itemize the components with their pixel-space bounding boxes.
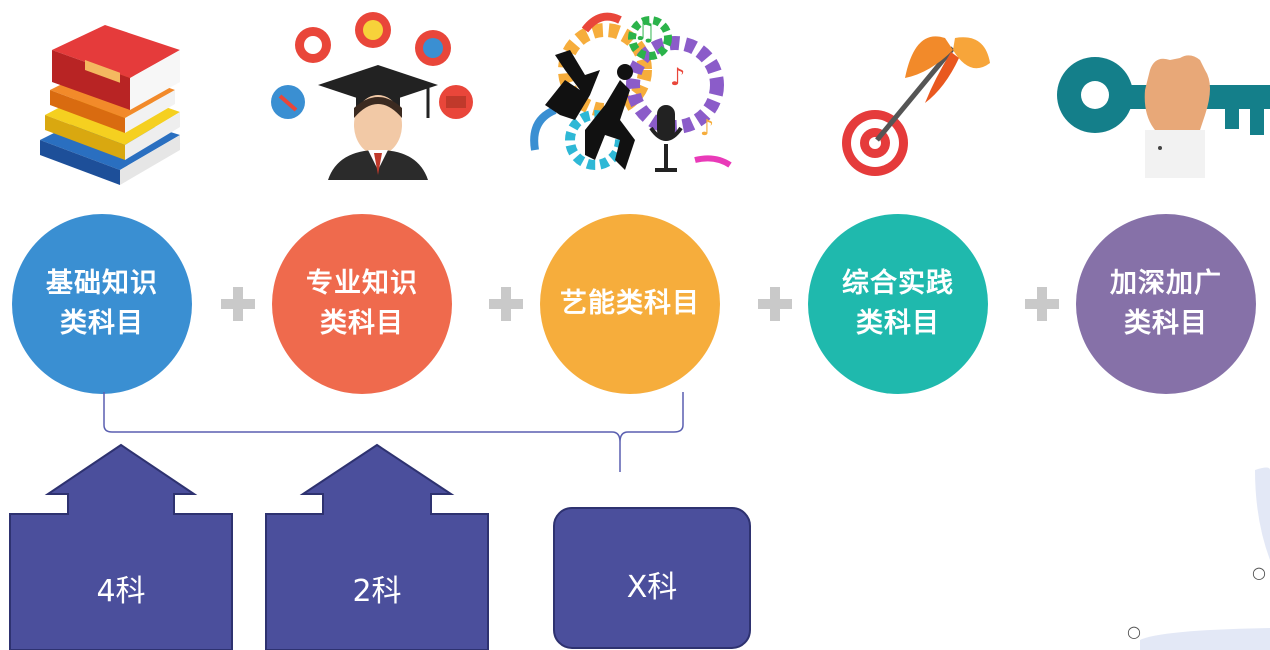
- plus-icon: [218, 284, 258, 324]
- arts-gears-icon: ♫ ♪ ♪: [530, 12, 732, 172]
- category-line2: 类科目: [856, 308, 940, 339]
- category-line1: 专业知识: [306, 268, 418, 299]
- category-circle-professional-knowledge: 专业知识 类科目: [272, 214, 452, 394]
- count-label-arts: X科: [626, 570, 678, 605]
- plus-icon: [1022, 284, 1062, 324]
- category-line2: 类科目: [1124, 308, 1208, 339]
- svg-text:♫: ♫: [633, 17, 656, 47]
- svg-text:♪: ♪: [670, 63, 685, 91]
- category-circle-advanced-broadened: 加深加广 类科目: [1076, 214, 1256, 394]
- category-line1: 加深加广: [1110, 268, 1222, 299]
- count-label-professional: 2科: [352, 574, 402, 609]
- count-label-basic: 4科: [96, 574, 146, 609]
- rounded-box-shape: [553, 507, 751, 649]
- plus-icon: [486, 284, 526, 324]
- key-hand-icon: [1057, 55, 1270, 178]
- category-line2: 类科目: [60, 308, 144, 339]
- category-line2: 类科目: [320, 308, 404, 339]
- target-dart-icon: [842, 36, 990, 176]
- books-icon: [40, 25, 180, 185]
- arrow-box-shape: [265, 443, 489, 650]
- circle-mark: ○: [1252, 563, 1266, 582]
- category-line1: 艺能类科目: [560, 288, 700, 319]
- svg-text:♪: ♪: [700, 116, 714, 141]
- category-circle-comprehensive-practice: 综合实践 类科目: [808, 214, 988, 394]
- circle-mark: ○: [1127, 622, 1141, 641]
- category-circle-basic-knowledge: 基础知识 类科目: [12, 214, 192, 394]
- plus-icon: [755, 284, 795, 324]
- category-circle-arts-skills: 艺能类科目: [540, 214, 720, 394]
- arrow-box-shape: [9, 443, 233, 650]
- category-line1: 基础知识: [46, 268, 158, 299]
- graduate-icon: [271, 12, 473, 180]
- category-line1: 综合实践: [842, 268, 954, 299]
